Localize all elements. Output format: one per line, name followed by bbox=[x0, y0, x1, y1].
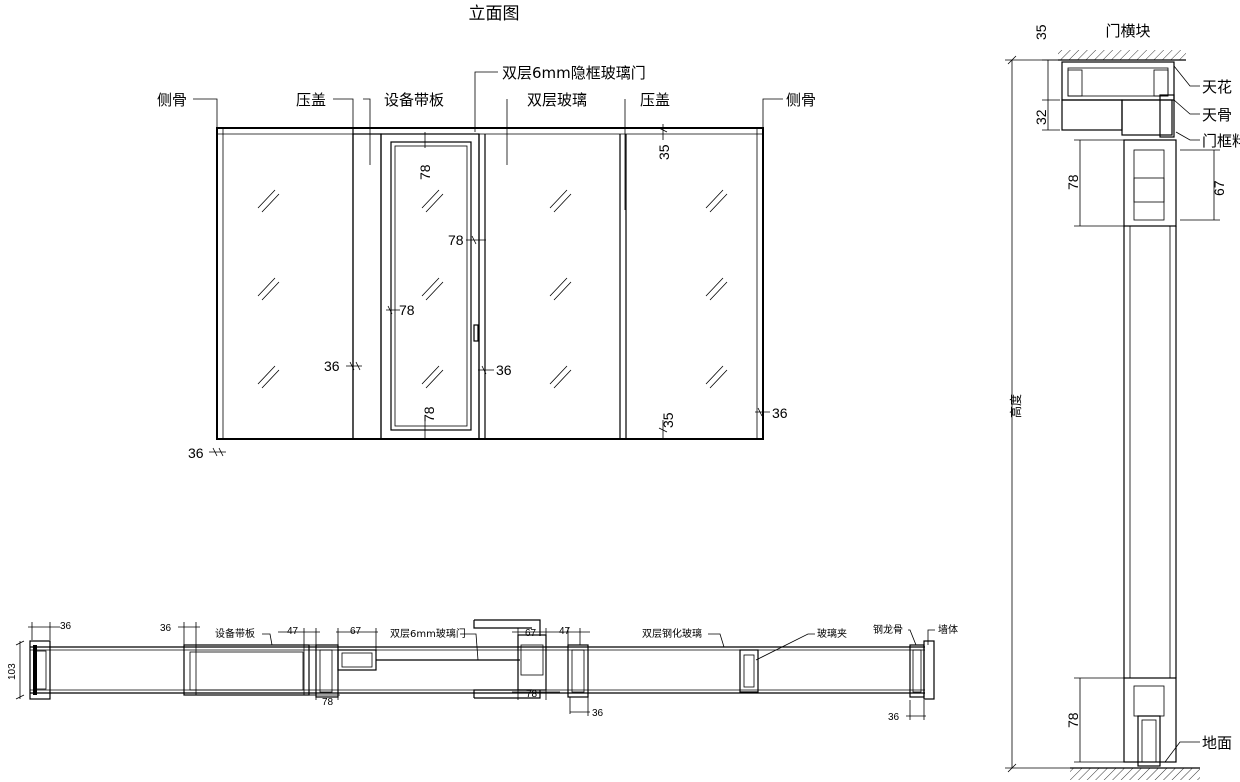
plan-label-wall: 墙体 bbox=[938, 623, 958, 636]
dim-36-door-right: 36 bbox=[496, 362, 512, 378]
section-dim-78-bottom: 78 bbox=[1065, 712, 1081, 728]
plan-wall bbox=[923, 640, 935, 700]
plan-label-equip-board: 设备带板 bbox=[215, 627, 255, 640]
glass-reflection-marks bbox=[257, 189, 728, 389]
plan-dim-47-a: 47 bbox=[287, 626, 299, 637]
dim-36-right: 36 bbox=[772, 405, 788, 421]
vertical-section: 门横块 高度 bbox=[1005, 22, 1240, 780]
section-dim-78-top: 78 bbox=[1065, 174, 1081, 190]
elevation-title: 立面图 bbox=[469, 4, 520, 24]
section-label-ceiling: 天花 bbox=[1202, 78, 1232, 96]
dim-36-bottom-left: 36 bbox=[188, 445, 204, 461]
plan-door-handle-icon bbox=[473, 619, 547, 699]
plan-equip-board bbox=[189, 651, 304, 691]
elevation-view: 立面图 bbox=[157, 4, 816, 461]
plan-dim-36-a: 36 bbox=[60, 621, 72, 632]
section-dim-32: 32 bbox=[1033, 109, 1049, 125]
label-cover-right: 压盖 bbox=[640, 91, 670, 109]
equipment-board bbox=[352, 133, 382, 440]
label-door: 双层6mm隐框玻璃门 bbox=[502, 64, 646, 82]
dim-35-top: 35 bbox=[656, 144, 672, 160]
dim-78-top: 78 bbox=[417, 164, 433, 180]
dim-78-left: 78 bbox=[399, 302, 415, 318]
plan-dim-36-d: 36 bbox=[888, 712, 900, 723]
plan-dim-78-b: 78 bbox=[526, 689, 538, 700]
plan-view: 设备带板 双层6mm玻璃门 双层钢化玻璃 玻璃夹 钢龙骨 墙体 36 36 47… bbox=[7, 619, 958, 723]
dim-78-bottom: 78 bbox=[421, 406, 437, 422]
dim-78-right: 78 bbox=[448, 232, 464, 248]
door-glass bbox=[390, 141, 472, 431]
label-side-left: 侧骨 bbox=[157, 91, 187, 109]
door-handle-icon bbox=[473, 324, 479, 342]
elevation-frame bbox=[216, 127, 764, 440]
plan-dim-103: 103 bbox=[7, 663, 18, 680]
label-side-right: 侧骨 bbox=[786, 91, 816, 109]
plan-label-steel-keel: 钢龙骨 bbox=[873, 623, 903, 636]
plan-label-door: 双层6mm玻璃门 bbox=[390, 627, 466, 640]
label-double-glass: 双层玻璃 bbox=[527, 91, 587, 109]
plan-dim-67-b: 67 bbox=[525, 628, 537, 639]
section-dim-67: 67 bbox=[1211, 180, 1227, 196]
plan-dim-36-c: 36 bbox=[592, 708, 604, 719]
plan-dim-47-b: 47 bbox=[559, 626, 571, 637]
dim-35-bottom: 35 bbox=[660, 412, 676, 428]
section-title: 门横块 bbox=[1105, 22, 1150, 40]
plan-label-glass-clip: 玻璃夹 bbox=[817, 627, 847, 640]
label-cover-left: 压盖 bbox=[296, 91, 326, 109]
dim-36-equip: 36 bbox=[324, 358, 340, 374]
section-label-door-frame: 门框料 bbox=[1202, 132, 1240, 150]
plan-dim-36-b: 36 bbox=[160, 623, 172, 634]
section-label-ceiling-keel: 天骨 bbox=[1202, 106, 1232, 124]
plan-dim-67-a: 67 bbox=[350, 626, 362, 637]
plan-dim-78-a: 78 bbox=[322, 697, 334, 708]
plan-label-tempered-glass: 双层钢化玻璃 bbox=[642, 627, 702, 640]
label-equip-board: 设备带板 bbox=[384, 91, 444, 109]
section-label-height: 高度 bbox=[1008, 394, 1023, 418]
section-dim-35: 35 bbox=[1033, 24, 1049, 40]
section-label-floor: 地面 bbox=[1202, 734, 1232, 752]
